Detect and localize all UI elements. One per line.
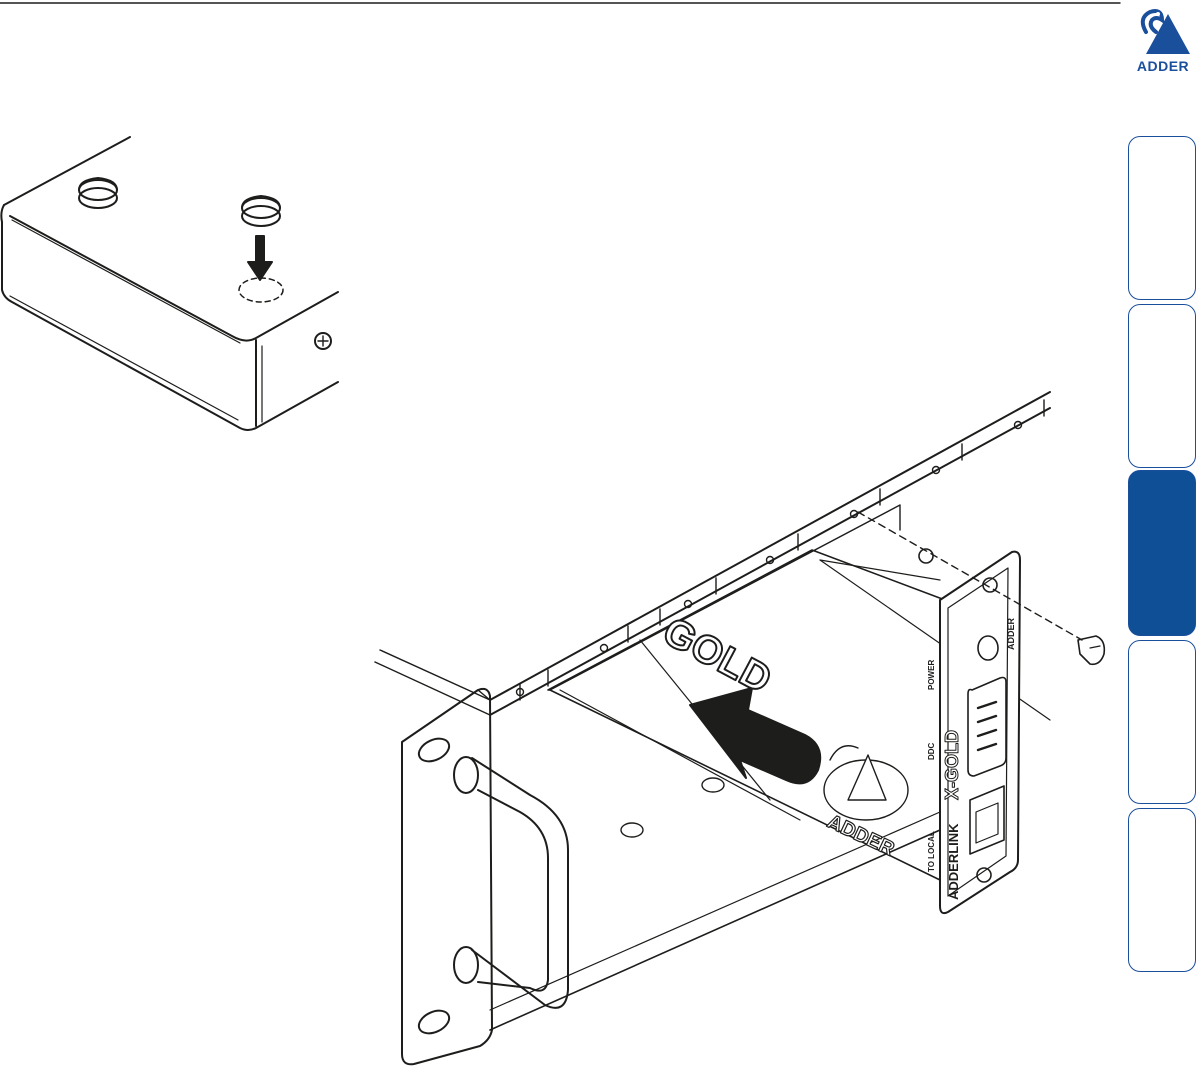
faceplate-corner-label: ADDER xyxy=(1006,617,1016,650)
faceplate-local-label: TO LOCAL xyxy=(927,831,936,872)
faceplate-ddc-label: DDC xyxy=(927,742,936,760)
module-side-label: GOLD xyxy=(656,609,779,702)
side-tab-1[interactable] xyxy=(1128,136,1196,300)
side-tab-5[interactable] xyxy=(1128,808,1196,972)
faceplate-brand-label: ADDERLINK xyxy=(946,823,961,900)
side-tab-2[interactable] xyxy=(1128,304,1196,468)
brand-name: ADDER xyxy=(1128,58,1198,74)
unit-box-drawing xyxy=(1,137,338,430)
adder-logo: ADDER xyxy=(1128,6,1198,74)
module-logo-label: ADDER xyxy=(824,811,898,861)
faceplate-power-label: POWER xyxy=(927,660,936,690)
module-card-drawing xyxy=(548,512,1104,913)
adder-snake-icon xyxy=(1128,6,1198,58)
faceplate-model-label: X-GOLD xyxy=(942,730,962,800)
side-tab-4[interactable] xyxy=(1128,640,1196,804)
side-tab-3-active[interactable] xyxy=(1128,470,1196,636)
